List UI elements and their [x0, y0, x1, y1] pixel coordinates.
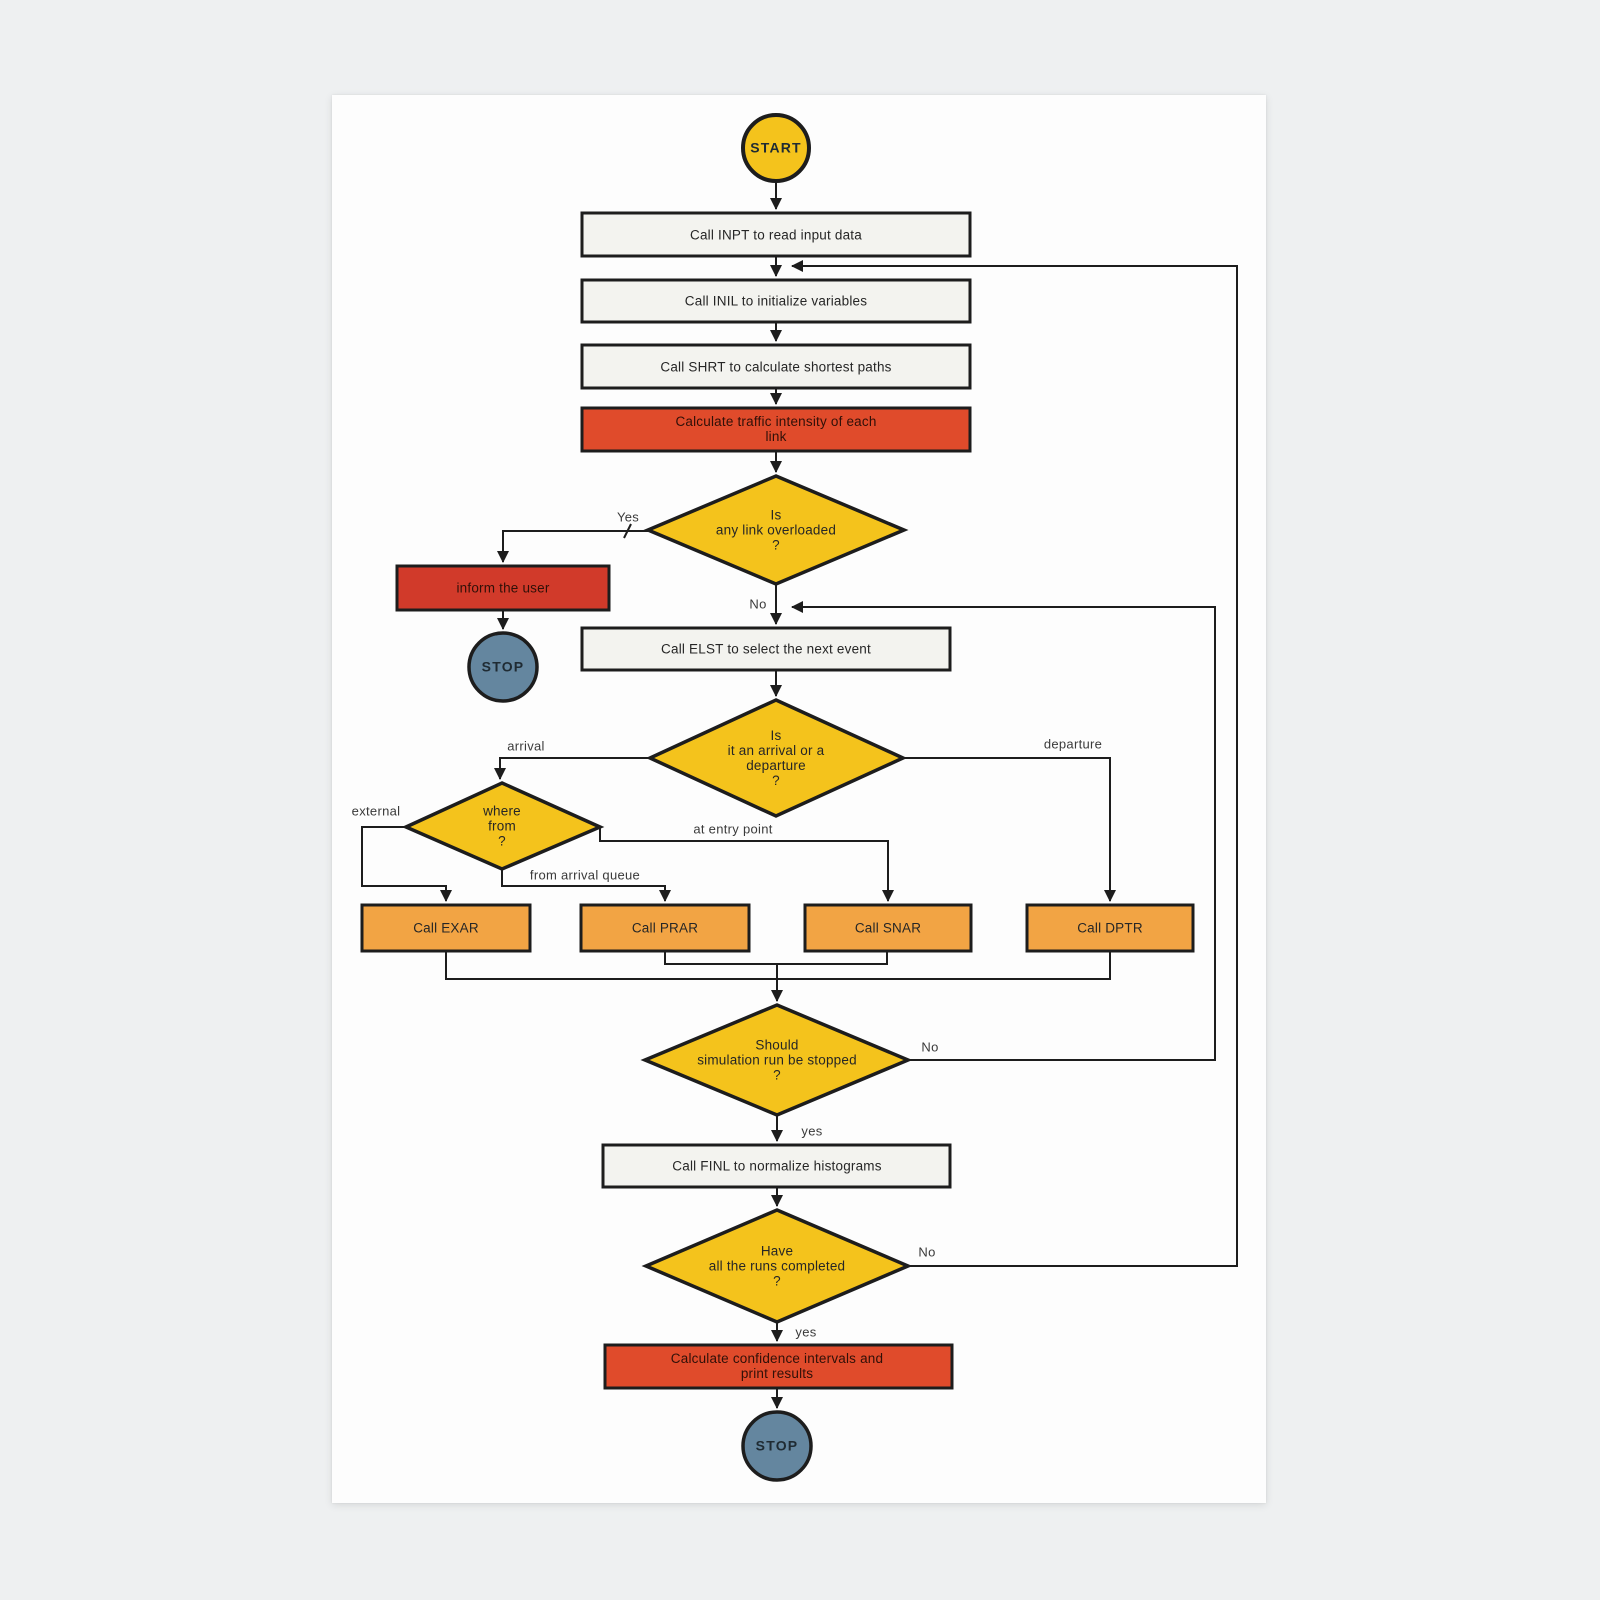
yes-tick-mark [623, 523, 632, 539]
edge-label-entry: at entry point [693, 821, 773, 837]
decision-arrival-departure-label: Is it an arrival or a departure ? [727, 728, 825, 788]
process-call-snar-label: Call SNAR [854, 920, 922, 936]
process-call-exar-label: Call EXAR [413, 920, 479, 936]
decision-link-overloaded-label: Is any link overloaded ? [715, 507, 837, 553]
process-call-inpt-label: Call INPT to read input data [690, 227, 862, 243]
edge-overload-yes [497, 530, 648, 563]
stop-terminal-1-label: STOP [481, 658, 525, 675]
process-traffic-intensity-label: Calculate traffic intensity of each link [675, 414, 877, 444]
decision-link-overloaded-shape [643, 474, 909, 586]
edge-runs-no-loop [791, 260, 1238, 1267]
process-call-snar-shape [803, 903, 973, 953]
process-call-exar-shape [360, 903, 532, 953]
process-call-finl-shape [601, 1143, 952, 1189]
process-call-dptr-label: Call DPTR [1077, 920, 1143, 936]
decision-where-from-label: where from ? [483, 803, 521, 849]
process-call-shrt-label: Call SHRT to calculate shortest paths [660, 359, 892, 375]
start-terminal-shape [741, 113, 811, 183]
process-call-inil-shape [580, 278, 972, 324]
process-call-finl-label: Call FINL to normalize histograms [672, 1158, 882, 1174]
process-confidence-intervals-shape [603, 1343, 954, 1390]
start-terminal-label: START [750, 139, 802, 156]
edge-label-yes3: yes [795, 1324, 817, 1340]
process-call-inil-label: Call INIL to initialize variables [684, 293, 868, 309]
edge-stopcheck-no-loop [791, 601, 1216, 1061]
edge-event-arrival [494, 757, 650, 780]
process-call-shrt-shape [580, 343, 972, 390]
stop-terminal-1-shape [467, 631, 539, 703]
edge-event-departure [903, 757, 1116, 902]
decision-runs-completed-label: Have all the runs completed ? [708, 1243, 846, 1289]
process-inform-user-label: inform the user [456, 580, 550, 596]
edge-label-from-queue: from arrival queue [529, 867, 641, 883]
edge-exar-merge [445, 951, 777, 980]
stop-terminal-2-label: STOP [755, 1437, 799, 1454]
edge-label-departure: departure [1043, 736, 1103, 752]
process-call-elst-label: Call ELST to select the next event [661, 641, 871, 657]
process-call-prar-label: Call PRAR [631, 920, 699, 936]
edge-label-external: external [351, 803, 401, 819]
edge-prar-merge [664, 951, 777, 965]
edge-label-no3: No [918, 1244, 936, 1260]
process-confidence-intervals-label: Calculate confidence intervals and print… [670, 1351, 884, 1381]
edge-dptr-merge [777, 951, 1111, 980]
edge-label-yes1: Yes [616, 509, 640, 525]
edge-wherefrom-queue [501, 869, 671, 902]
edge-wherefrom-entry [599, 827, 894, 902]
process-call-inpt-shape [580, 211, 972, 258]
edge-wherefrom-external [361, 826, 452, 902]
decision-where-from-shape [401, 781, 605, 871]
edge-label-no2: No [921, 1039, 939, 1055]
process-call-dptr-shape [1025, 903, 1195, 953]
edge-label-no1: No [749, 596, 767, 612]
stop-terminal-2-shape [741, 1410, 813, 1482]
edge-label-yes2: yes [801, 1123, 823, 1139]
process-traffic-intensity-shape [580, 406, 972, 453]
process-inform-user-shape [395, 564, 611, 612]
process-call-elst-shape [580, 626, 952, 672]
edge-label-arrival: arrival [507, 738, 545, 754]
decision-arrival-departure-shape [645, 698, 908, 818]
decision-runs-completed-shape [641, 1208, 913, 1324]
edge-snar-merge [777, 951, 888, 965]
decision-stop-simulation-label: Should simulation run be stopped ? [697, 1037, 857, 1083]
process-call-prar-shape [579, 903, 751, 953]
decision-stop-simulation-shape [640, 1003, 913, 1117]
